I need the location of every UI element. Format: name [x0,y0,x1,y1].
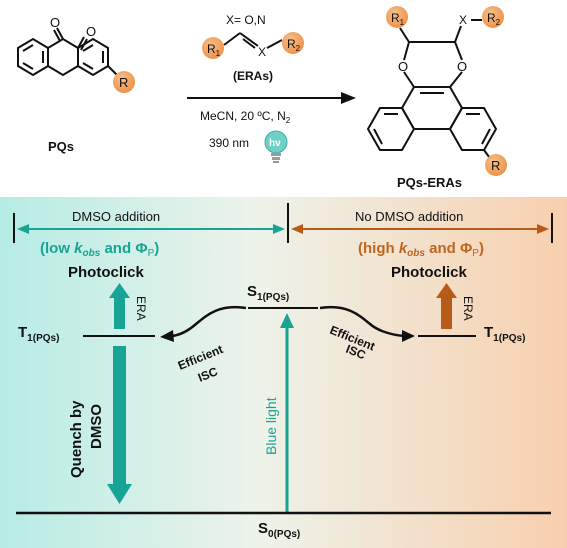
svg-text:MeCN, 20 ºC, N2: MeCN, 20 ºC, N2 [200,109,291,125]
svg-text:R2: R2 [487,11,501,27]
era-right-label: ERA [461,296,475,321]
diagram-background [0,197,567,548]
s1-label: S1(PQs) [247,283,289,303]
pq-structure [17,27,119,77]
era-reagent: R1 X R2 [202,32,304,59]
product-x-label: X [459,13,467,27]
product-r1-label: R [391,11,400,25]
quench-arrow [107,346,132,504]
product-r1-sub: 1 [400,18,405,27]
product-r1-ball [386,6,408,28]
product-r-label: R [491,158,500,173]
light-symbol: hν [269,138,281,149]
conditions-light: 390 nm [209,136,249,150]
x-definition: X= O,N [226,13,266,27]
era-r1-label: R [207,42,216,56]
right-span-arrow [291,224,549,234]
svg-text:R1: R1 [207,42,221,58]
product-o-right: O [457,59,467,74]
light-bulb-icon: hν [264,130,288,163]
left-header: DMSO addition [72,209,160,224]
t1-left-label: T1(PQs) [18,324,59,344]
reaction-scheme: O O R PQs X= O,N R1 X R2 (ERAs) MeCN, 20… [17,6,507,190]
product-structure [366,19,498,162]
svg-text:R2: R2 [287,37,301,53]
product-r-ball [485,154,507,176]
left-span-arrow [17,224,285,234]
s0-label: S0(PQs) [258,520,300,540]
pq-r-label: R [119,75,128,90]
product-r2-ball [482,6,504,28]
era-r2-ball [282,32,304,54]
quench-label-1: Quench by [68,400,85,478]
pq-r-substituent [113,71,135,93]
energy-diagram: DMSO addition No DMSO addition (low kobs… [0,197,567,548]
right-photoclick: Photoclick [391,264,468,281]
left-rate-label: (low kobs and ΦP) [40,240,159,259]
isc-left-arrow [160,305,247,342]
pq-oxygen-1: O [50,15,60,30]
isc-right-arrow [319,305,415,342]
era-left-label: ERA [134,296,148,321]
right-rate-label: (high kobs and ΦP) [358,240,484,259]
conditions-solvent-sub: 2 [286,116,291,125]
quench-label-2: DMSO [88,404,105,449]
era-x-label: X [258,45,266,59]
left-photoclick: Photoclick [68,264,145,281]
era-left-arrow [109,283,130,329]
product-o-left: O [398,59,408,74]
era-r2-label: R [287,37,296,51]
era-right-arrow [436,283,457,329]
t1-right-label: T1(PQs) [484,324,525,344]
era-r1-ball [202,37,224,59]
blue-light-label: Blue light [263,397,279,455]
era-r2-sub: 2 [296,44,301,53]
pq-label: PQs [48,139,74,154]
conditions-solvent: MeCN, 20 ºC, N [200,109,286,123]
product-label: PQs-ERAs [397,175,462,190]
era-name: (ERAs) [233,69,273,83]
product-r2-label: R [487,11,496,25]
product-r2-sub: 2 [496,18,501,27]
reaction-arrow [187,92,356,104]
blue-light-arrow [280,313,294,512]
svg-text:R1: R1 [391,11,405,27]
pq-oxygen-2: O [86,24,96,39]
right-header: No DMSO addition [355,209,463,224]
era-r1-sub: 1 [216,49,221,58]
